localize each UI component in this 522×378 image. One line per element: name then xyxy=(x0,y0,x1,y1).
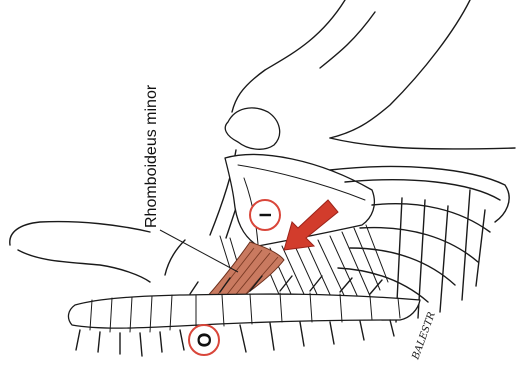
origin-marker-label: O xyxy=(195,333,216,348)
insertion-marker-label: I xyxy=(256,213,275,218)
insertion-marker: I xyxy=(250,200,280,230)
artist-signature: BALESTR xyxy=(410,310,438,362)
muscle-label: Rhomboideus minor xyxy=(143,84,160,228)
origin-marker: O xyxy=(189,325,219,355)
